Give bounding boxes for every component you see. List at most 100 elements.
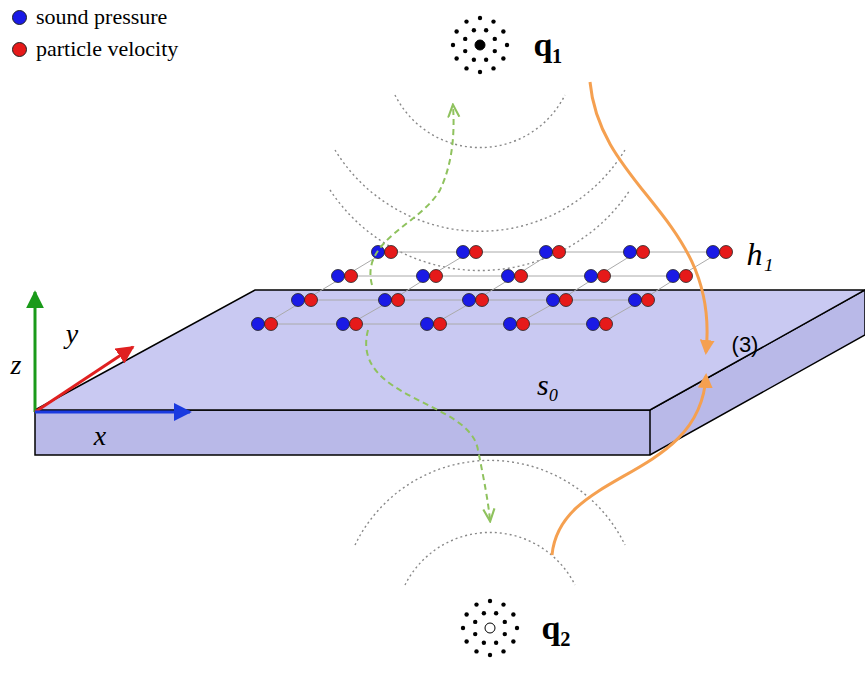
source-dot — [474, 602, 478, 606]
velocity-sensor — [553, 246, 566, 259]
x-axis — [35, 411, 190, 414]
pressure-sensor — [252, 318, 265, 331]
source-dot — [482, 611, 486, 615]
source-dot — [464, 19, 468, 23]
axis-label: y — [66, 319, 78, 350]
z-axis — [34, 292, 37, 412]
source-dot — [488, 599, 492, 603]
source-dot — [493, 37, 497, 41]
source-label: q₁ — [533, 26, 562, 63]
velocity-sensor — [637, 246, 650, 259]
velocity-sensor — [470, 246, 483, 259]
wavefront-arc — [405, 532, 575, 585]
source-dot — [491, 66, 495, 70]
velocity-sensor — [350, 318, 363, 331]
source-dot — [472, 58, 476, 62]
surface-label: s₀ — [537, 368, 559, 401]
axis-label: z — [11, 350, 22, 381]
plane-edge — [649, 410, 651, 455]
source-array — [461, 599, 519, 657]
source-dot — [472, 28, 476, 32]
source-dot — [484, 28, 488, 32]
wavefront-arc — [395, 95, 565, 148]
legend-entry: particle velocity — [12, 36, 178, 62]
source-dot — [493, 49, 497, 53]
source-center — [475, 40, 485, 50]
source-dot — [473, 620, 477, 624]
source-dot — [463, 49, 467, 53]
pressure-sensor — [587, 318, 600, 331]
source-dot — [501, 29, 505, 33]
source-dot — [451, 43, 455, 47]
source-dot — [501, 56, 505, 60]
source-dot — [454, 29, 458, 33]
source-dot — [464, 639, 468, 643]
velocity-sensor — [345, 270, 358, 283]
pressure-sensor — [417, 270, 430, 283]
source-dot — [464, 66, 468, 70]
callout-number: (3) — [732, 333, 759, 357]
source-dot — [505, 43, 509, 47]
velocity-sensor — [476, 294, 489, 307]
source-center — [485, 623, 495, 633]
source-dot — [454, 56, 458, 60]
propagation-arrow — [366, 330, 490, 520]
legend-text: particle velocity — [36, 36, 178, 62]
pressure-sensor — [629, 294, 642, 307]
velocity-sensor — [434, 318, 447, 331]
source-dot — [501, 602, 505, 606]
velocity-sensor — [560, 294, 573, 307]
velocity-sensor — [680, 270, 693, 283]
pressure-sensor — [457, 246, 470, 259]
source-dot — [511, 639, 515, 643]
legend-entry: sound pressure — [12, 4, 167, 30]
source-dot — [491, 19, 495, 23]
source-dot — [503, 632, 507, 636]
velocity-sensor — [430, 270, 443, 283]
wavefront-arc — [335, 150, 625, 231]
pressure-sensor — [379, 294, 392, 307]
source-dot — [482, 641, 486, 645]
source-arrow — [590, 82, 707, 352]
pressure-sensor — [624, 246, 637, 259]
pressure-sensor — [332, 270, 345, 283]
source-dot — [515, 626, 519, 630]
legend-swatch — [12, 10, 27, 25]
source-dot — [494, 641, 498, 645]
source-dot — [501, 649, 505, 653]
grid-line — [265, 252, 385, 324]
pressure-sensor — [337, 318, 350, 331]
velocity-sensor — [720, 246, 733, 259]
plane-surface — [35, 290, 865, 410]
velocity-sensor — [385, 246, 398, 259]
y-axis — [35, 347, 133, 412]
pressure-sensor — [421, 318, 434, 331]
pressure-sensor — [502, 270, 515, 283]
source-dot — [488, 653, 492, 657]
source-dot — [478, 16, 482, 20]
grid-line — [434, 252, 553, 324]
source-dot — [463, 37, 467, 41]
velocity-sensor — [600, 318, 613, 331]
source-dot — [484, 58, 488, 62]
pressure-sensor — [707, 246, 720, 259]
velocity-sensor — [642, 294, 655, 307]
pressure-sensor — [540, 246, 553, 259]
pressure-sensor — [585, 270, 598, 283]
pressure-sensor — [504, 318, 517, 331]
pressure-sensor — [463, 294, 476, 307]
measurement-grid — [252, 246, 733, 331]
velocity-sensor — [305, 294, 318, 307]
source-label: q₂ — [541, 609, 570, 646]
velocity-sensor — [598, 270, 611, 283]
propagation-arrow — [370, 106, 453, 285]
velocity-sensor — [392, 294, 405, 307]
source-dot — [464, 612, 468, 616]
legend-swatch — [12, 42, 27, 57]
source-dot — [473, 632, 477, 636]
legend-text: sound pressure — [36, 4, 167, 30]
source-arrow — [552, 376, 706, 555]
source-dot — [478, 70, 482, 74]
plane-label: h₁ — [746, 237, 773, 272]
source-array — [451, 16, 509, 74]
